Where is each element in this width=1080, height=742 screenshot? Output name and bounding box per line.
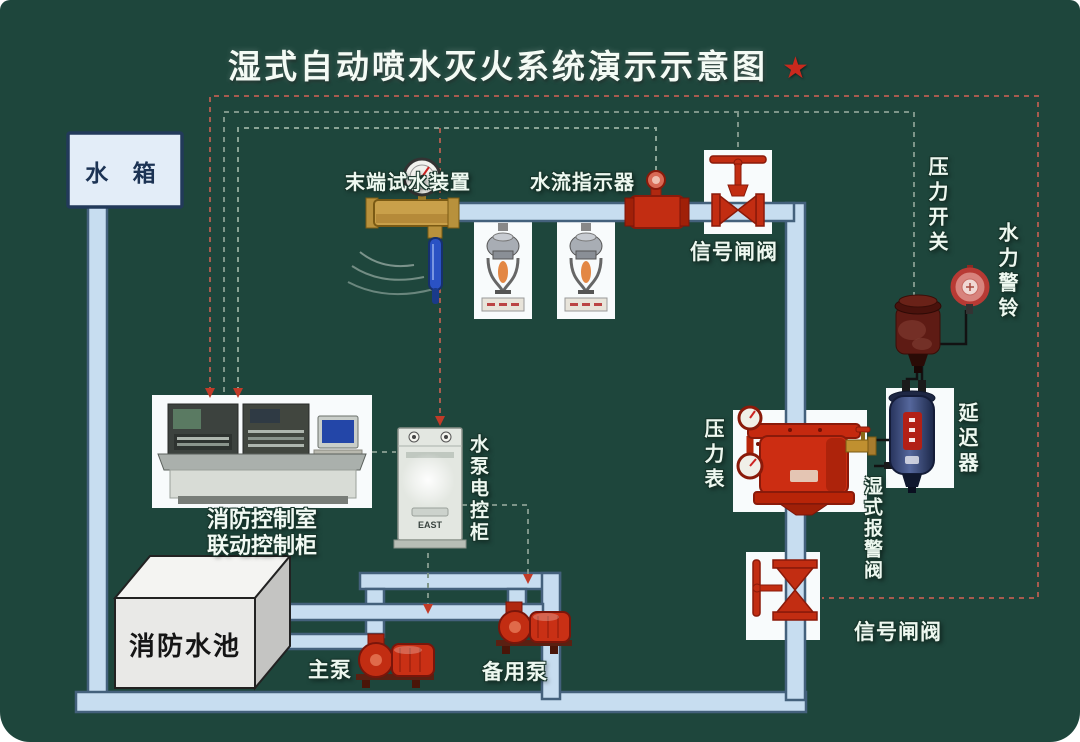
star-icon: ★ — [782, 52, 812, 85]
arrow-main-pump — [423, 604, 433, 614]
pressure-gauge-label: 压力表 — [701, 418, 723, 493]
signal-gate-valve-bottom — [752, 559, 818, 621]
water-tank — [66, 131, 184, 209]
flow-indicator-label: 水流指示器 — [530, 172, 635, 194]
fire-pool-label: 消防水池 — [128, 631, 241, 661]
control-console — [157, 403, 367, 504]
backup-pump-label: 备用泵 — [482, 661, 548, 684]
fire-pool — [112, 553, 293, 691]
signal-wiring — [209, 95, 1039, 606]
delay-device — [884, 380, 936, 493]
backup-pump — [496, 601, 572, 654]
test-valve-handle — [428, 237, 443, 291]
sprinkler-1 — [481, 223, 525, 312]
signal-cabinet-to-backup-pump — [462, 504, 529, 576]
arrow-cabinet — [435, 416, 445, 426]
signal-line-outer — [209, 95, 1039, 599]
signal-line-flow-indicator — [237, 127, 657, 392]
arrow-console-2 — [233, 388, 243, 398]
cabinet-glare — [401, 453, 455, 507]
delay-device-label: 延迟器 — [955, 402, 977, 477]
pump-control-cabinet: EAST — [393, 427, 467, 549]
pipe-bottom-header — [74, 690, 808, 714]
cabinet-brand-text: EAST — [418, 520, 443, 530]
end-test-device-label: 末端试水装置 — [345, 172, 471, 194]
signal-line-pressure-switch — [223, 111, 915, 392]
main-pump-label: 主泵 — [308, 659, 352, 682]
fire-pool-front — [114, 597, 256, 689]
signal-valve-bottom-label: 信号闸阀 — [854, 621, 942, 644]
spray-arc — [347, 281, 435, 296]
control-room-label-line1: 消防控制室 — [206, 507, 317, 532]
pump-cabinet-label: 水泵电控柜 — [467, 434, 488, 544]
diagram-title: 湿式自动喷水灭火系统演示示意图 ★ — [220, 40, 820, 88]
wet-alarm-valve — [736, 405, 877, 516]
sprinkler-2 — [564, 223, 608, 312]
arrow-backup-pump — [523, 574, 533, 584]
wet-alarm-valve-label: 湿式报警阀 — [861, 476, 882, 581]
hydraulic-bell-label: 水力警铃 — [995, 222, 1017, 322]
title-text: 湿式自动喷水灭火系统演示示意图 — [228, 48, 769, 85]
pipe-left-riser — [86, 201, 109, 701]
spray-arc — [351, 265, 425, 281]
water-tank-label: 水 箱 — [85, 160, 165, 186]
signal-arrows — [205, 388, 533, 614]
signal-valve-top-label: 信号闸阀 — [690, 241, 778, 264]
spray-arc — [359, 251, 415, 268]
water-flow-indicator — [624, 170, 690, 229]
hydraulic-alarm-bell — [950, 265, 990, 314]
arrow-console-1 — [205, 388, 215, 398]
pressure-switch — [894, 294, 942, 373]
main-pump — [356, 633, 435, 688]
end-test-device — [347, 157, 460, 304]
control-room-label-line2: 联动控制柜 — [206, 533, 317, 558]
signal-gate-valve-top — [709, 155, 767, 227]
pipe-pool-outlet-upper — [251, 602, 545, 622]
pressure-switch-label: 压力开关 — [925, 156, 947, 256]
